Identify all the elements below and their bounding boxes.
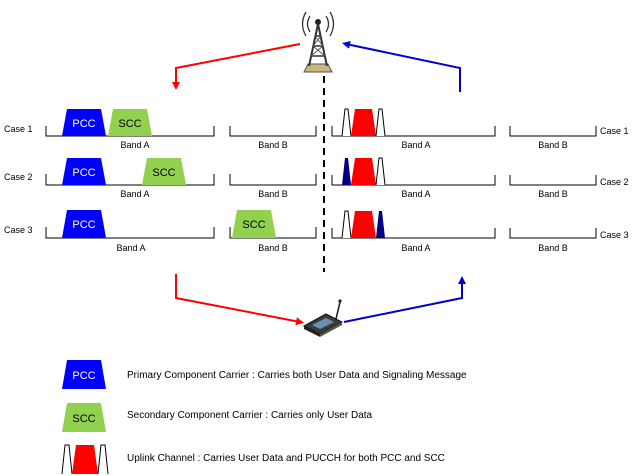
band-b-bracket <box>509 175 597 186</box>
pcc-carrier <box>62 158 106 185</box>
band-b-bracket <box>509 126 597 137</box>
scc-carrier <box>108 109 152 136</box>
case-label-right-3: Case 3 <box>600 230 629 240</box>
legend-scc-text: Secondary Component Carrier : Carries on… <box>127 410 373 421</box>
band-a-bracket <box>45 227 215 239</box>
legend-uplink-swatch <box>61 444 109 475</box>
pcc-label: PCC <box>72 219 95 231</box>
cell-tower-icon <box>301 11 335 73</box>
case-label-left-3: Case 3 <box>4 225 33 235</box>
legend-pcc-label: PCC <box>72 370 95 382</box>
band-a-label: Band A <box>401 140 430 150</box>
band-b-label: Band B <box>538 189 568 199</box>
uplink-channel <box>342 157 386 186</box>
band-b-label: Band B <box>258 243 288 253</box>
band-a-label: Band A <box>116 243 145 253</box>
case-label-right-1: Case 1 <box>600 126 629 136</box>
band-a-bracket <box>331 228 496 239</box>
band-a-label: Band A <box>120 140 149 150</box>
pcc-carrier <box>62 210 106 238</box>
band-b-bracket <box>229 126 317 137</box>
pcc-carrier <box>62 109 106 136</box>
uplink-channel <box>341 108 386 137</box>
legend: PCC Primary Component Carrier : Carries … <box>61 360 467 475</box>
scc-label: SCC <box>152 167 175 179</box>
downlink-arrow <box>172 43 301 90</box>
modem-device-icon <box>302 299 344 337</box>
scc-label: SCC <box>242 219 265 231</box>
scc-carrier <box>232 210 276 238</box>
band-a-label: Band A <box>120 189 149 199</box>
legend-scc-swatch <box>62 403 106 432</box>
case-label-left-2: Case 2 <box>4 172 33 182</box>
case-label-right-2: Case 2 <box>600 177 629 187</box>
band-a-bracket <box>45 174 215 186</box>
scc-carrier <box>142 158 186 185</box>
band-b-bracket <box>509 228 597 239</box>
legend-pcc-text: Primary Component Carrier : Carries both… <box>127 370 467 381</box>
band-a-bracket <box>331 175 496 186</box>
legend-uplink-text: Uplink Channel : Carries User Data and P… <box>127 453 445 464</box>
legend-pcc-swatch <box>62 360 106 389</box>
band-b-label: Band B <box>258 140 288 150</box>
case-label-left-1: Case 1 <box>4 124 33 134</box>
device-uplink-arrow <box>343 276 466 323</box>
band-a-bracket <box>331 126 496 137</box>
downlink-to-device-arrow <box>175 274 304 326</box>
uplink-channel <box>341 210 385 239</box>
scc-label: SCC <box>118 118 141 130</box>
band-b-label: Band B <box>538 243 568 253</box>
band-a-label: Band A <box>401 189 430 199</box>
uplink-arrow <box>342 40 461 92</box>
band-a-label: Band A <box>401 243 430 253</box>
band-b-label: Band B <box>538 140 568 150</box>
pcc-label: PCC <box>72 167 95 179</box>
legend-scc-label: SCC <box>72 413 95 425</box>
band-b-bracket <box>229 174 317 186</box>
pcc-label: PCC <box>72 118 95 130</box>
band-b-label: Band B <box>258 189 288 199</box>
